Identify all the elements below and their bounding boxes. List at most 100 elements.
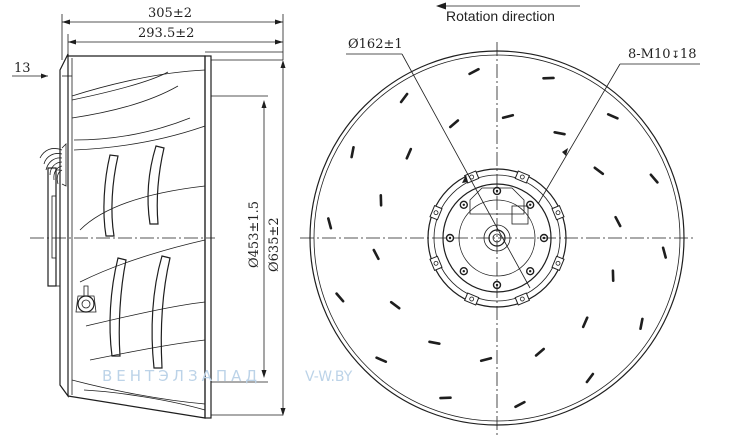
- rotation-label: Rotation direction: [446, 8, 555, 24]
- blade-slot: [372, 248, 380, 261]
- bolt-hole: [492, 280, 502, 290]
- hub-tabs: [429, 170, 565, 306]
- bolt-hole-center: [448, 236, 452, 240]
- blade-slot: [399, 92, 409, 104]
- bolt-hole: [445, 233, 455, 243]
- hub-tab-body: [463, 292, 480, 306]
- hub-tab: [429, 204, 443, 221]
- blade-slot: [428, 340, 441, 346]
- side-slots: [103, 145, 171, 369]
- arrow-icon: [462, 175, 468, 183]
- hub-tab-hole: [433, 260, 439, 266]
- arrow-icon: [562, 148, 568, 156]
- watermark-brand: ВЕНТЭЛЗАПАД: [102, 367, 261, 385]
- dim-outer-text: Ø635±2: [267, 217, 282, 272]
- hub-tab: [429, 255, 443, 272]
- blade-slots: [326, 67, 668, 409]
- shaft-bore: [492, 233, 502, 243]
- impeller-edge: [71, 69, 206, 97]
- blade-slot: [553, 131, 566, 136]
- bolt-hole: [459, 267, 468, 276]
- hub-tab: [514, 170, 531, 184]
- arrow-left-icon: [62, 19, 70, 25]
- blade-slot: [326, 217, 333, 230]
- bolt-hole-center: [495, 283, 499, 287]
- blade-slot: [335, 292, 345, 303]
- bolt-hole-center: [462, 270, 465, 273]
- bolt-hole-center: [495, 189, 499, 193]
- rotor-ring: [458, 199, 536, 277]
- blade-slot: [389, 300, 401, 310]
- dim-hub-text: Ø162±1: [348, 37, 403, 52]
- arrow-right-icon: [275, 19, 283, 25]
- dim-offset-text: 13: [14, 61, 31, 76]
- blade-curves: [71, 71, 206, 411]
- leader-bolt: [537, 63, 621, 205]
- hub-tab: [551, 204, 565, 221]
- blade-slot: [479, 356, 493, 363]
- bolt-holes: [445, 186, 549, 290]
- hub-flange: [427, 168, 567, 308]
- shaft: [488, 229, 506, 247]
- bolt-hole: [526, 267, 535, 276]
- blade-slot: [593, 166, 605, 176]
- shaft-ring: [483, 224, 511, 252]
- hub-tab-hole: [469, 296, 475, 302]
- dim-bolt-text: 8-M10↧18: [628, 47, 696, 62]
- hub-tab: [514, 292, 531, 306]
- hub-tab-hole: [555, 260, 561, 266]
- hub-tab-body: [551, 255, 565, 272]
- bolt-depth-text: 18: [680, 47, 697, 62]
- arrow-right-icon: [41, 73, 48, 79]
- bolt-hole-center: [542, 236, 546, 240]
- blade-slot: [585, 372, 595, 384]
- front-view: Rotation direction Ø162±1 8-M10↧18: [300, 2, 700, 435]
- bolt-hole: [459, 200, 468, 210]
- motor-rotor: [442, 183, 552, 293]
- hub-tab-body: [429, 255, 443, 272]
- dim-overall-text: 305±2: [148, 6, 192, 21]
- arrow-right-icon: [275, 39, 283, 45]
- hub-tab-hole: [519, 296, 525, 302]
- blade-slot: [534, 347, 546, 357]
- blade-slot: [614, 215, 622, 228]
- hub-cutout: [469, 187, 525, 215]
- arrow-left-icon: [68, 39, 76, 45]
- impeller-edge: [71, 379, 206, 405]
- arrow-down-icon: [261, 370, 267, 378]
- bolt-hole-center: [529, 203, 532, 206]
- hub-tab-hole: [519, 174, 525, 180]
- hub-tab-body: [514, 170, 531, 184]
- motor-plate-inner: [51, 195, 57, 259]
- motor-wires: [39, 143, 67, 187]
- hub-flange-inner: [433, 174, 561, 302]
- side-view: 305±2 293.5±2 13: [12, 6, 286, 419]
- hub-tab: [551, 255, 565, 272]
- blade-slot: [375, 356, 388, 364]
- bolt-hole: [526, 200, 535, 210]
- bolt-hole-center: [462, 203, 465, 206]
- blade-slot: [405, 147, 413, 160]
- hub-tab-body: [429, 204, 443, 221]
- blade-slot: [501, 113, 515, 120]
- arrow-down-icon: [280, 408, 286, 416]
- bolt-pattern-text: 8-M10: [628, 47, 671, 62]
- bolt-hole: [539, 233, 549, 243]
- hub-tab-body: [514, 292, 531, 306]
- bolt-hole-center: [529, 270, 532, 273]
- arrow-up-icon: [280, 60, 286, 68]
- dim-inlet-text: Ø453±1.5: [247, 201, 262, 268]
- blade-slot: [639, 317, 644, 331]
- blade-slot: [661, 246, 668, 259]
- watermark-site: V-W.BY: [305, 369, 353, 385]
- hub-lug: [511, 205, 529, 225]
- arrow-left-icon: [436, 2, 446, 10]
- motor-housing: [59, 53, 69, 398]
- bolt-hole: [492, 186, 502, 196]
- hub-tab-body: [551, 204, 565, 221]
- hub-tab-hole: [433, 210, 439, 216]
- cable-gland: [75, 285, 97, 313]
- blade-slot: [649, 173, 659, 184]
- impeller-rim: [204, 55, 212, 419]
